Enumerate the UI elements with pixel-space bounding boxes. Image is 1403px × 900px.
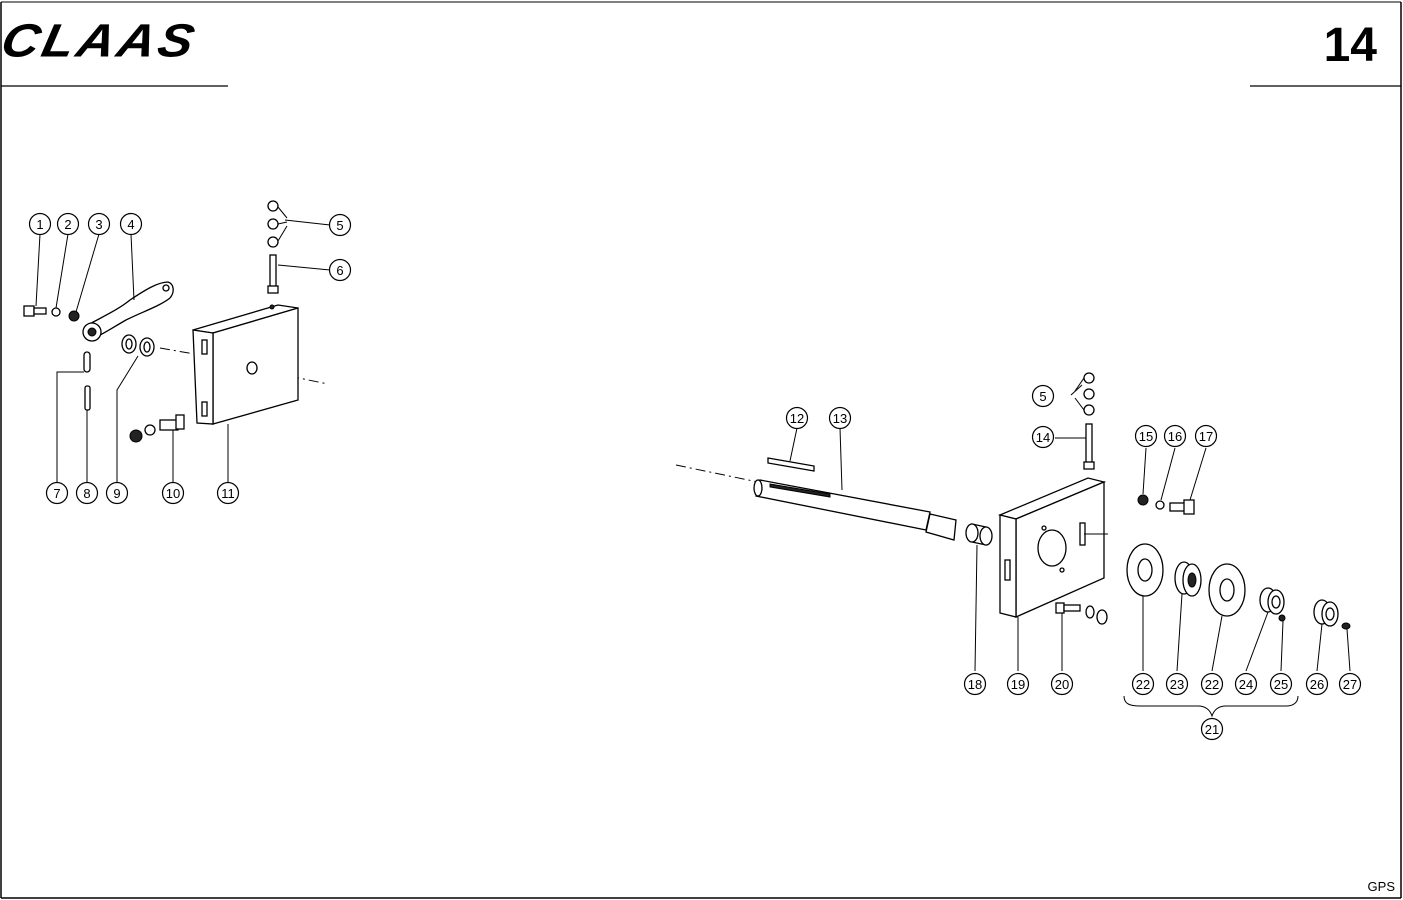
bolt-1 [23,305,47,317]
svg-text:17: 17 [1199,429,1213,444]
svg-text:12: 12 [790,411,804,426]
callout-9: 9 [105,481,129,505]
callout-21: 21 [1200,717,1224,741]
callout-24: 24 [1234,672,1258,696]
svg-text:2: 2 [64,217,71,232]
callout-19: 19 [1006,672,1030,696]
svg-text:4: 4 [127,217,134,232]
footer-code: GPS [1367,879,1395,894]
svg-text:19: 19 [1011,677,1025,692]
svg-text:22: 22 [1205,677,1219,692]
svg-text:8: 8 [83,486,90,501]
pin-8 [84,385,91,411]
svg-text:6: 6 [336,263,343,278]
washer-2 [51,307,61,317]
svg-text:3: 3 [95,217,102,232]
callout-25: 25 [1269,672,1293,696]
svg-text:7: 7 [53,486,60,501]
callout-5: 5 [1031,384,1055,408]
svg-text:21: 21 [1205,722,1219,737]
callout-26: 26 [1305,672,1329,696]
callout-23: 23 [1165,672,1189,696]
svg-text:23: 23 [1170,677,1184,692]
callout-3: 3 [87,212,111,236]
callout-10: 10 [161,481,185,505]
right-assembly [675,372,1351,718]
svg-text:14: 14 [1036,430,1050,445]
callout-16: 16 [1163,424,1187,448]
svg-text:25: 25 [1274,677,1288,692]
bush-18 [965,523,993,546]
svg-text:5: 5 [1039,389,1046,404]
callout-20: 20 [1050,672,1074,696]
callout-6: 6 [328,258,352,282]
callout-15: 15 [1134,424,1158,448]
nut-3 [68,310,80,322]
svg-text:24: 24 [1239,677,1253,692]
svg-text:26: 26 [1310,677,1324,692]
callout-14: 14 [1031,425,1055,449]
shaft-13 [753,479,957,541]
callout-12: 12 [785,406,809,430]
lever-arm [82,281,174,342]
callout-22: 22 [1200,672,1224,696]
callout-1: 1 [28,212,52,236]
page-number: 14 [1323,19,1377,72]
callout-13: 13 [828,406,852,430]
callout-8: 8 [75,481,99,505]
svg-text:16: 16 [1168,429,1182,444]
svg-text:18: 18 [968,677,982,692]
pin-7 [83,351,91,373]
key-12 [767,457,815,472]
mounting-plate-left [192,304,299,425]
callout-11: 11 [216,481,240,505]
svg-text:1: 1 [36,217,43,232]
mounting-plate-right [997,477,1107,618]
callout-22: 22 [1131,672,1155,696]
svg-text:20: 20 [1055,677,1069,692]
svg-text:27: 27 [1343,677,1357,692]
callout-2: 2 [56,212,80,236]
svg-text:5: 5 [336,218,343,233]
svg-text:11: 11 [221,486,235,501]
callout-7: 7 [45,481,69,505]
callout-5: 5 [328,213,352,237]
svg-text:15: 15 [1139,429,1153,444]
left-assembly [23,200,331,484]
svg-text:22: 22 [1136,677,1150,692]
callout-4: 4 [119,212,143,236]
svg-text:9: 9 [113,486,120,501]
callout-18: 18 [963,672,987,696]
callout-27: 27 [1338,672,1362,696]
svg-text:13: 13 [833,411,847,426]
callout-17: 17 [1194,424,1218,448]
svg-text:10: 10 [166,486,180,501]
